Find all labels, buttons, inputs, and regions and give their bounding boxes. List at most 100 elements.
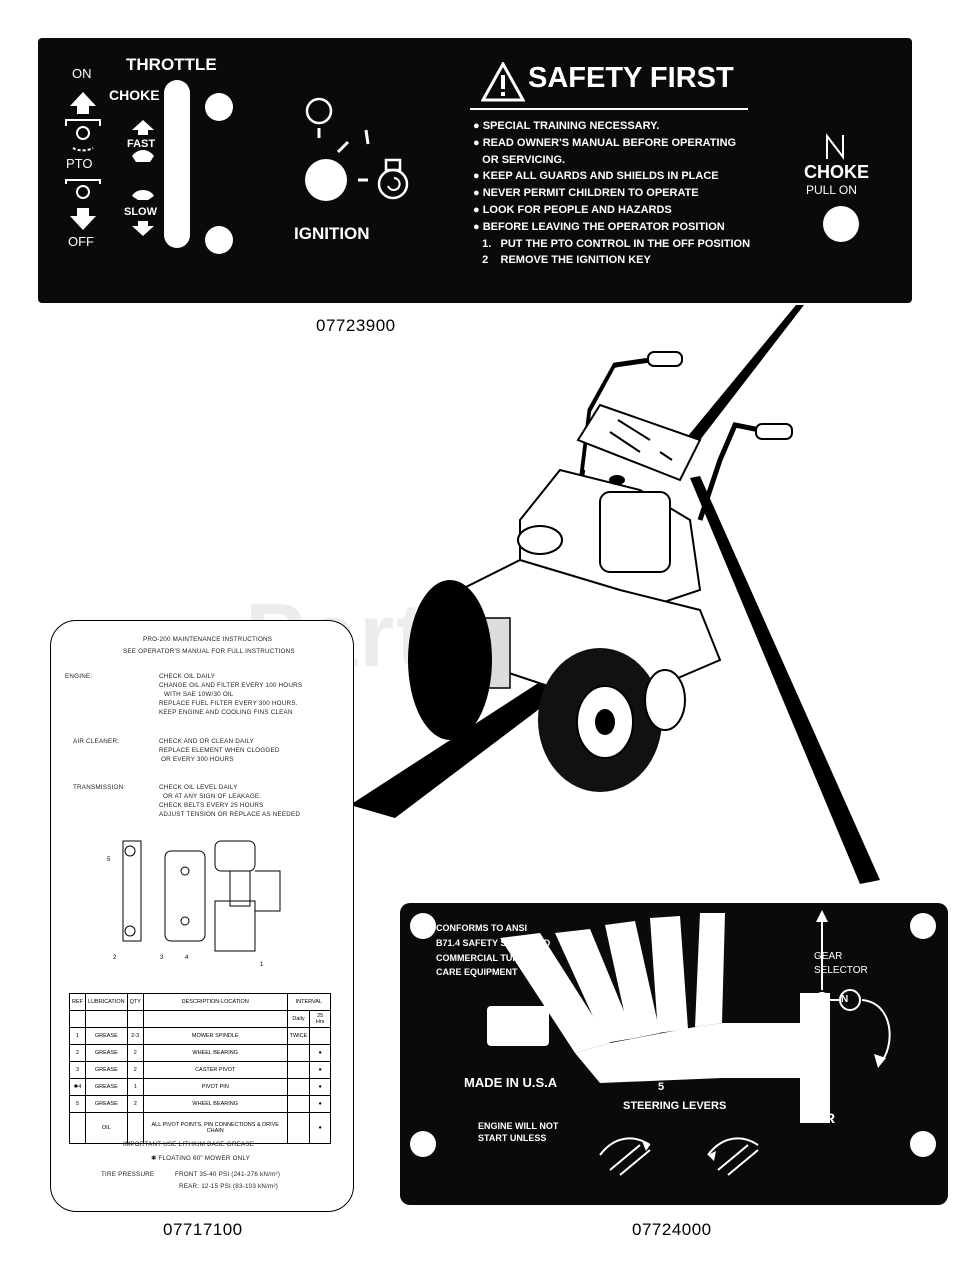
tire-rear: REAR: 12-15 PSI (83-103 kN/m²)	[179, 1183, 279, 1190]
trans-line: CHECK OIL LEVEL DAILY	[159, 784, 238, 791]
made-in-usa-label: MADE IN U.S.A	[464, 1075, 558, 1090]
mounting-hole	[410, 1131, 436, 1157]
lever-number: 3	[725, 1060, 732, 1072]
lubrication-table: REF LUBRICATION QTY DESCRIPTION-LOCATION…	[69, 993, 332, 1144]
header-lubrication: LUBRICATION	[85, 993, 128, 1011]
part-number-steering: 07724000	[632, 1220, 712, 1239]
conforms-line: B71.4 SAFETY STANDARD	[436, 938, 551, 948]
air-line: CHECK AND OR CLEAN DAILY	[159, 738, 254, 745]
safety-item: ● LOOK FOR PEOPLE AND HAZARDS	[473, 203, 672, 216]
gear-arrows	[814, 910, 891, 1068]
tire-front: FRONT 35-40 PSI (241-276 kN/m²)	[175, 1171, 281, 1178]
svg-text:1: 1	[260, 962, 264, 968]
air-cleaner-label: AIR CLEANER:	[73, 738, 120, 745]
engine-line: WITH SAE 10W/30 OIL	[164, 691, 234, 698]
part-number-maintenance: 07717100	[163, 1220, 243, 1239]
safety-item: ● NEVER PERMIT CHILDREN TO OPERATE	[473, 187, 699, 200]
mounting-hole	[910, 913, 936, 939]
steering-levers-label: STEERING LEVERS	[623, 1100, 727, 1112]
pto-on-label: ON	[72, 66, 92, 81]
throttle-slot[interactable]	[164, 80, 190, 248]
safety-list: ● SPECIAL TRAINING NECESSARY. ● READ OWN…	[473, 118, 750, 269]
grease-note: IMPORTANT USE LITHIUM BASE GREASE	[123, 1141, 255, 1148]
gear-selector-label: SELECTOR	[814, 965, 868, 976]
pull-on-label: PULL ON	[806, 183, 857, 197]
engine-line: KEEP ENGINE AND COOLING FINS CLEAN	[159, 709, 293, 716]
control-panel-decal: ON PTO OFF THROTTLE CHOKE FAST SLOW IGNI…	[38, 38, 912, 303]
conforms-line: COMMERCIAL TURF	[436, 953, 525, 963]
trans-line: CHECK BELTS EVERY 25 HOURS	[159, 802, 264, 809]
pto-engage-icon	[65, 92, 101, 152]
lever-position-icon	[707, 1137, 759, 1176]
svg-text:3: 3	[160, 955, 164, 961]
lever-number: 4	[692, 1069, 699, 1081]
safety-item: 2 REMOVE THE IGNITION KEY	[473, 254, 651, 267]
lever-position-icon	[599, 1137, 651, 1176]
lever-number: 5	[658, 1081, 665, 1093]
safety-item: ● READ OWNER'S MANUAL BEFORE OPERATING	[473, 136, 737, 149]
maintenance-decal: PRO-200 MAINTENANCE INSTRUCTIONS SEE OPE…	[50, 620, 354, 1212]
engine-line: CHECK OIL DAILY	[159, 673, 216, 680]
header-description: DESCRIPTION-LOCATION	[142, 993, 288, 1011]
safety-item: 1. PUT THE PTO CONTROL IN THE OFF POSITI…	[473, 237, 751, 250]
interval-daily: Daily	[286, 1010, 311, 1028]
safety-item: ● KEEP ALL GUARDS AND SHIELDS IN PLACE	[473, 170, 719, 183]
trans-line: OR AT ANY SIGN OF LEAKAGE.	[163, 793, 262, 800]
mounting-hole	[910, 1131, 936, 1157]
engine-will-not-label: START UNLESS	[478, 1133, 547, 1143]
mounting-hole	[410, 913, 436, 939]
mounting-hole	[205, 93, 233, 121]
safety-item: ● BEFORE LEAVING THE OPERATOR POSITION	[473, 220, 725, 233]
transmission-label: TRANSMISSION:	[73, 784, 126, 791]
callout-wedge-bottom	[690, 476, 880, 884]
svg-text:2: 2	[113, 955, 117, 961]
tire-label: TIRE PRESSURE	[101, 1171, 155, 1178]
air-line: OR EVERY 300 HOURS	[161, 756, 234, 763]
conforms-line: CONFORMS TO ANSI	[436, 923, 528, 933]
lubrication-diagram: 5 2 3 4 1	[107, 840, 281, 968]
interval-25hrs: 25 Hrs	[309, 1010, 331, 1028]
pto-label: PTO	[66, 156, 93, 171]
engine-line: REPLACE FUEL FILTER EVERY 300 HOURS.	[159, 700, 298, 707]
reverse-label: R	[825, 1110, 836, 1126]
choke-icon	[826, 133, 844, 160]
hour-meter-cutout	[487, 1006, 549, 1046]
pto-disengage-icon	[65, 179, 101, 230]
steering-lever-slots	[500, 913, 830, 1123]
part-number-top: 07723900	[316, 316, 396, 335]
gear-selector-label: GEAR	[814, 951, 843, 962]
warning-triangle-icon	[481, 62, 525, 102]
header-interval: INTERVAL	[286, 993, 332, 1011]
neutral-label: N	[841, 994, 849, 1005]
lever-number: 1	[781, 1053, 788, 1065]
air-line: REPLACE ELEMENT WHEN CLOGGED	[159, 747, 280, 754]
conforms-line: CARE EQUIPMENT	[436, 967, 518, 977]
safety-item: OR SERVICING.	[473, 153, 566, 166]
header-ref: REF	[69, 993, 86, 1011]
ignition-key-icon	[305, 97, 409, 201]
steering-decal: CONFORMS TO ANSI B71.4 SAFETY STANDARD C…	[400, 903, 948, 1205]
choke-right-label: CHOKE	[804, 162, 870, 182]
fast-label: FAST	[127, 138, 156, 150]
choke-knob-hole[interactable]	[823, 206, 859, 242]
choke-label: CHOKE	[109, 87, 160, 103]
title-divider	[470, 108, 748, 110]
safety-title: SAFETY FIRST	[528, 62, 734, 94]
throttle-label: THROTTLE	[126, 55, 217, 74]
callout-wedge-top	[688, 305, 804, 440]
engine-will-not-label: ENGINE WILL NOT	[478, 1121, 559, 1131]
floating-note: ✱ FLOATING 60" MOWER ONLY	[151, 1155, 251, 1162]
svg-text:4: 4	[185, 955, 189, 961]
safety-item: ● SPECIAL TRAINING NECESSARY.	[473, 120, 660, 132]
mounting-hole	[205, 226, 233, 254]
lever-number: 2	[750, 1055, 757, 1067]
trans-line: ADJUST TENSION OR REPLACE AS NEEDED	[159, 811, 301, 818]
throttle-icons	[132, 120, 154, 236]
header-qty: QTY	[126, 993, 144, 1011]
ignition-label: IGNITION	[294, 224, 370, 243]
